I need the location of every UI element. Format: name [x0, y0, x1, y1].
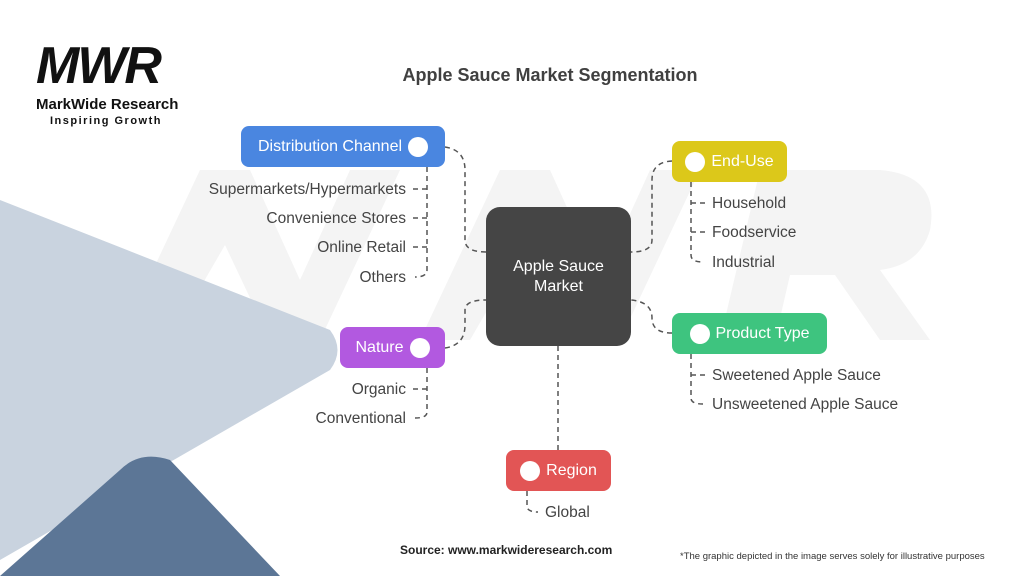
segment-end-use: End-Use — [672, 141, 787, 182]
list-item: Foodservice — [712, 224, 797, 241]
list-item: Household — [712, 195, 787, 212]
segment-label: End-Use — [711, 152, 774, 170]
center-line2: Market — [534, 277, 583, 295]
disclaimer-note: *The graphic depicted in the image serve… — [680, 551, 985, 562]
list-item: Others — [359, 269, 406, 286]
center-line1: Apple Sauce — [513, 257, 604, 275]
segment-label: Product Type — [715, 324, 810, 342]
logo-name: MarkWide Research — [36, 96, 179, 113]
globe-flower-icon — [520, 460, 541, 481]
logo: MWR MarkWide Research Inspiring Growth — [36, 36, 196, 128]
list-item: Industrial — [712, 254, 775, 271]
fruit-leaf-icon — [689, 323, 710, 344]
list-item: Sweetened Apple Sauce — [712, 367, 881, 384]
list-item: Conventional — [315, 410, 406, 427]
logo-tagline: Inspiring Growth — [50, 115, 162, 127]
segment-nature: Nature — [340, 327, 445, 368]
cooking-pot-icon — [685, 151, 706, 172]
apple-icon — [408, 136, 429, 157]
connectors — [413, 146, 705, 513]
source-text: Source: www.markwideresearch.com — [400, 543, 613, 557]
segment-region: Region — [506, 450, 611, 491]
segment-label: Nature — [355, 338, 404, 356]
segment-distribution-channel: Distribution Channel — [241, 126, 445, 167]
segment-label: Distribution Channel — [257, 137, 403, 155]
logo-mark: MWR — [36, 37, 162, 95]
segment-product-type: Product Type — [672, 313, 827, 354]
list-item: Organic — [351, 381, 406, 398]
list-item: Convenience Stores — [266, 210, 406, 227]
apple-hourglass-icon — [409, 337, 430, 358]
list-item: Unsweetened Apple Sauce — [712, 396, 899, 413]
list-item: Online Retail — [317, 239, 406, 256]
page-title: Apple Sauce Market Segmentation — [402, 65, 698, 85]
decor-shape — [0, 200, 338, 560]
list-item: Global — [545, 504, 590, 521]
list-item: Supermarkets/Hypermarkets — [208, 181, 406, 198]
segment-label: Region — [546, 461, 597, 479]
decor-shape-dark — [0, 456, 280, 576]
